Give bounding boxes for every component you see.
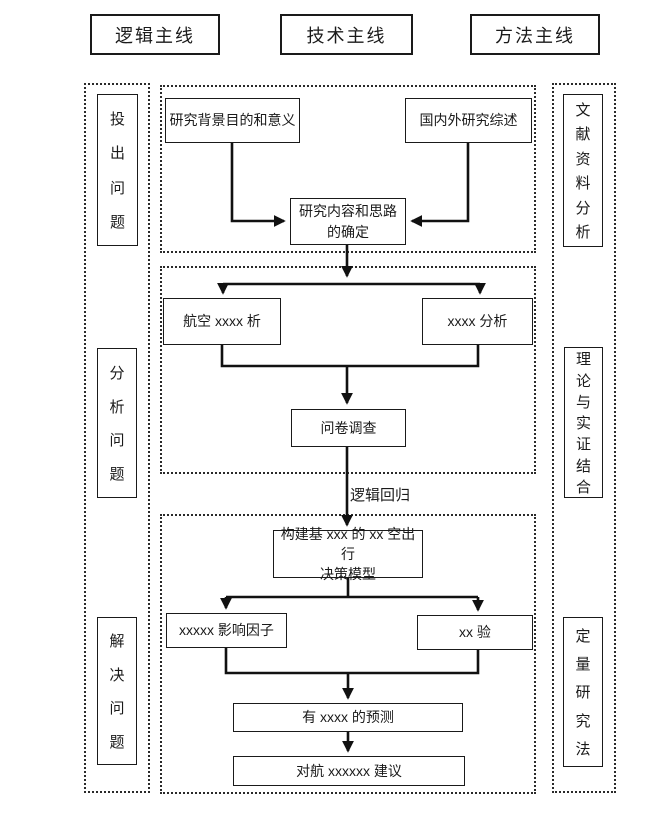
header-box-technical-mainline: 技术主线	[280, 14, 413, 55]
flow-box-research-background: 研究背景目的和意义	[165, 98, 300, 143]
header-box-logic-mainline: 逻辑主线	[90, 14, 220, 55]
header-label-technical: 技术主线	[306, 25, 387, 46]
left-rail-item-analyze-questions: 分析问题	[97, 348, 137, 498]
test-label: xx 验	[459, 624, 491, 641]
edge-label-logistic-regression: 逻辑回归	[350, 487, 411, 504]
review-label: 国内外研究综述	[419, 112, 518, 129]
xxxx-analysis-label: xxxx 分析	[447, 313, 508, 330]
flow-box-prediction: 有 xxxx 的预测	[233, 703, 463, 732]
flow-box-influence-factors: xxxxx 影响因子	[166, 613, 287, 648]
header-box-method-mainline: 方法主线	[470, 14, 600, 55]
left-rail-item-solve-questions: 解决问题	[97, 617, 137, 765]
aviation-analysis-label: 航空 xxxx 析	[183, 313, 261, 330]
flow-box-domestic-foreign-review: 国内外研究综述	[405, 98, 532, 143]
model-line2: 决策模型	[320, 566, 376, 583]
header-label-method: 方法主线	[495, 25, 575, 46]
content-line2: 的确定	[327, 223, 369, 240]
model-line1: 构建基 xxx 的 xx 空出行	[280, 525, 416, 562]
right-rail-item-literature-analysis: 文献资料分析	[563, 94, 603, 247]
research-background-label: 研究背景目的和意义	[169, 112, 296, 129]
prediction-label: 有 xxxx 的预测	[302, 709, 394, 726]
flow-box-decision-model: 构建基 xxx 的 xx 空出行 决策模型	[273, 526, 423, 582]
suggestion-label: 对航 xxxxxx 建议	[296, 762, 402, 779]
flow-box-xx-test: xx 验	[417, 615, 533, 650]
header-label-logic: 逻辑主线	[115, 25, 195, 46]
left-rail-container	[84, 83, 150, 793]
flow-box-research-content-determination: 研究内容和思路 的确定	[290, 198, 406, 245]
right-rail-container	[552, 83, 616, 793]
flow-box-aviation-analysis: 航空 xxxx 析	[163, 298, 281, 345]
survey-label: 问卷调查	[320, 419, 377, 436]
right-rail-item-theory-empirical: 理论与实证结合	[564, 347, 603, 498]
flow-box-suggestion: 对航 xxxxxx 建议	[233, 756, 465, 786]
right-rail-item-quantitative-method: 定量研究法	[563, 617, 603, 767]
flow-box-xxxx-analysis: xxxx 分析	[422, 298, 533, 345]
factors-label: xxxxx 影响因子	[179, 622, 274, 639]
flow-box-questionnaire-survey: 问卷调查	[291, 409, 406, 447]
content-line1: 研究内容和思路	[299, 203, 397, 220]
left-rail-item-raise-questions: 投出问题	[97, 94, 138, 246]
